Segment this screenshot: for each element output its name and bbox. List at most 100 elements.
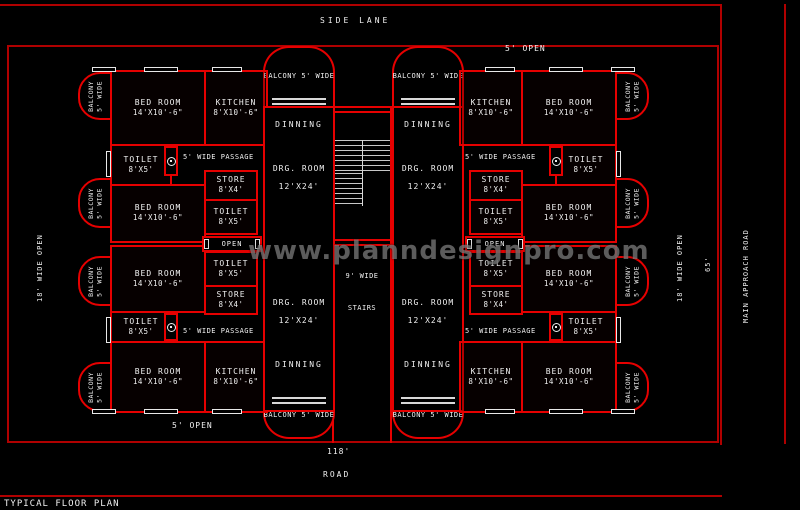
door-symbol xyxy=(551,322,561,332)
room-name: BED ROOM xyxy=(134,268,182,278)
room-store-2-right: STORE 8'X4' xyxy=(469,285,523,315)
room-dims: 8'X10'-6" xyxy=(213,376,259,386)
door-frame xyxy=(549,146,563,176)
balcony-arch-top-right: BALCONY 5' WIDE xyxy=(392,46,464,108)
room-bedroom-3-left: BED ROOM 14'X10'-6" xyxy=(110,245,206,313)
label-dinning-bottom: DINNING xyxy=(404,360,452,369)
room-dims: 8'X4' xyxy=(483,299,509,309)
room-dims: 8'X4' xyxy=(218,299,244,309)
balcony-rail xyxy=(272,98,326,100)
site-right-line xyxy=(720,4,722,445)
label-drg-room-2: DRG. ROOM xyxy=(272,298,326,307)
label-drg-room-1: DRG. ROOM xyxy=(272,164,326,173)
balcony-rail xyxy=(401,98,455,100)
room-dims: 8'X5' xyxy=(573,326,599,336)
room-name: TOILET xyxy=(213,206,249,216)
window-mark xyxy=(106,317,111,343)
balcony-label: BALCONY 5' WIDE xyxy=(392,72,464,80)
label-road-length: 118' xyxy=(327,447,351,456)
label-drg-dims-1: 12'X24' xyxy=(407,182,449,191)
label-open-bottom-left: 5' OPEN xyxy=(172,421,213,430)
room-dims: 8'X10'-6" xyxy=(213,107,259,117)
column-dinning-drg-left: DINNING DRG. ROOM 12'X24' DRG. ROOM 12'X… xyxy=(263,106,335,412)
window-mark xyxy=(212,67,242,72)
window-mark xyxy=(616,317,621,343)
room-name: BED ROOM xyxy=(545,203,593,213)
room-toilet-3-right: TOILET 8'X5' xyxy=(469,251,523,287)
label-dinning-bottom: DINNING xyxy=(275,360,323,369)
shaft-top-wall xyxy=(334,111,390,113)
room-name: BED ROOM xyxy=(545,97,593,107)
stair-shaft-wall-right xyxy=(390,106,392,443)
room-toilet-4-left: TOILET 8'X5' xyxy=(110,311,172,343)
room-name: BED ROOM xyxy=(545,366,593,376)
label-drg-dims-2: 12'X24' xyxy=(407,316,449,325)
label-passage-1-right: 5' WIDE PASSAGE xyxy=(465,153,536,161)
plot-border xyxy=(7,45,719,443)
room-dims: 14'X10'-6" xyxy=(543,213,595,223)
room-dims: 14'X10'-6" xyxy=(543,107,595,117)
room-dims: 14'X10'-6" xyxy=(132,213,184,223)
room-dims: 14'X10'-6" xyxy=(132,107,184,117)
road-line xyxy=(0,495,722,497)
room-dims: 8'X10'-6" xyxy=(468,107,514,117)
door-frame xyxy=(549,313,563,341)
window-mark xyxy=(549,409,583,414)
site-far-right-line xyxy=(784,4,786,444)
balcony-rail xyxy=(272,397,326,399)
room-kitchen-1-right: KITCHEN 8'X10'-6" xyxy=(459,70,523,146)
window-mark xyxy=(144,409,178,414)
room-name: BED ROOM xyxy=(545,268,593,278)
window-mark xyxy=(616,151,621,177)
label-drg-room-1: DRG. ROOM xyxy=(401,164,455,173)
room-name: KITCHEN xyxy=(470,366,512,376)
room-name: TOILET xyxy=(213,258,249,268)
label-open-top-right: 5' OPEN xyxy=(505,44,546,53)
room-store-1-left: STORE 8'X4' xyxy=(204,170,258,201)
balcony-label: BALCONY 5' WIDE xyxy=(263,72,335,80)
room-kitchen-4-left: KITCHEN 8'X10'-6" xyxy=(204,341,268,413)
label-passage-2-right: 5' WIDE PASSAGE xyxy=(465,327,536,335)
label-main-approach-road: MAIN APPROACH ROAD xyxy=(742,229,750,323)
label-plot-depth: 65' xyxy=(704,256,712,272)
balcony-rail xyxy=(272,103,326,105)
room-store-2-left: STORE 8'X4' xyxy=(204,285,258,315)
room-dims: 8'X5' xyxy=(218,216,244,226)
room-name: BED ROOM xyxy=(134,203,182,213)
window-mark xyxy=(144,67,178,72)
room-dims: 8'X5' xyxy=(483,268,509,278)
room-dims: 8'X4' xyxy=(218,185,244,195)
label-drg-dims-1: 12'X24' xyxy=(278,182,320,191)
label-right-open: 18' WIDE OPEN xyxy=(676,234,684,302)
label-left-open: 18' WIDE OPEN xyxy=(36,234,44,302)
room-name: BED ROOM xyxy=(134,366,182,376)
room-dims: 8'X5' xyxy=(218,268,244,278)
room-toilet-3-left: TOILET 8'X5' xyxy=(204,251,258,287)
stair-treads-lower xyxy=(335,173,362,206)
room-name: TOILET xyxy=(478,258,514,268)
room-name: KITCHEN xyxy=(215,97,257,107)
label-drg-dims-2: 12'X24' xyxy=(278,316,320,325)
label-side-lane: SIDE LANE xyxy=(320,16,391,25)
room-name: STORE xyxy=(481,175,511,185)
label-dinning-top: DINNING xyxy=(404,120,452,129)
room-kitchen-4-right: KITCHEN 8'X10'-6" xyxy=(459,341,523,413)
door-symbol xyxy=(166,156,176,166)
room-dims: 8'X5' xyxy=(573,164,599,174)
room-bedroom-3-right: BED ROOM 14'X10'-6" xyxy=(521,245,617,313)
label-drg-room-2: DRG. ROOM xyxy=(401,298,455,307)
balcony-rail xyxy=(401,103,455,105)
balcony-arch-top-left: BALCONY 5' WIDE xyxy=(263,46,335,108)
room-dims: 8'X5' xyxy=(128,164,154,174)
window-mark xyxy=(611,409,635,414)
stairs-line1: 9' WIDE xyxy=(345,272,379,280)
room-toilet-4-right: TOILET 8'X5' xyxy=(555,311,617,343)
